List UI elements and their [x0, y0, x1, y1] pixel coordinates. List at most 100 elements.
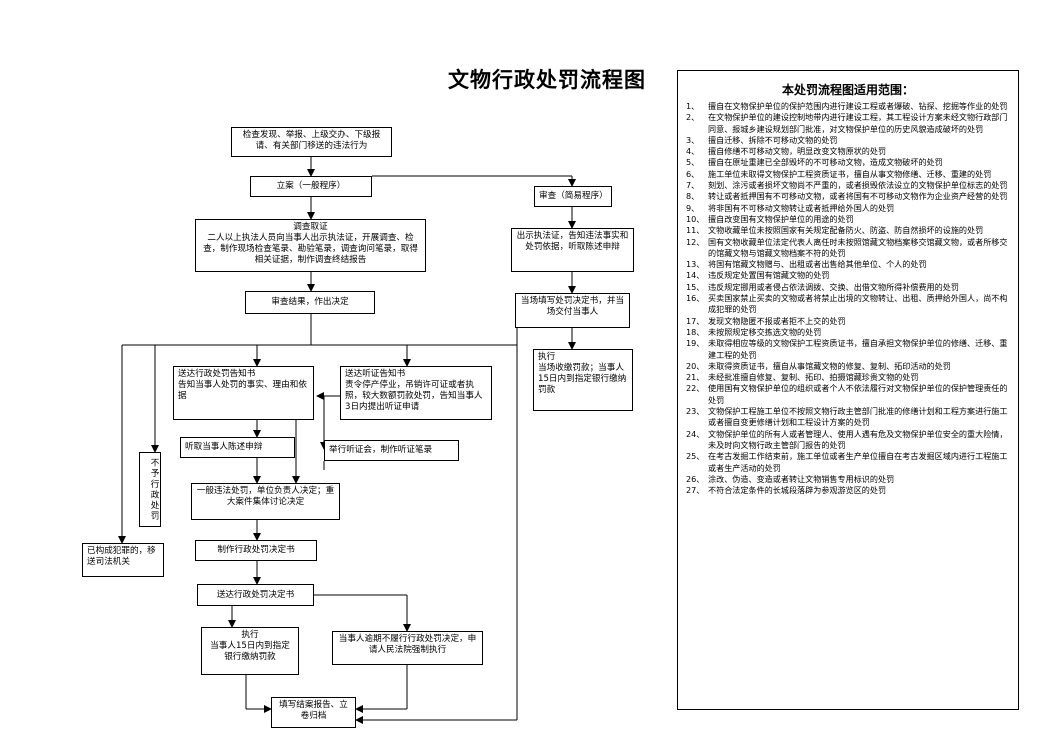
discover-box: 检查发现、举报、上级交办、下级报请、有关部门移送的违法行为	[231, 127, 392, 157]
scope-item-number: 7、	[686, 180, 700, 191]
scope-item-number: 8、	[686, 191, 700, 202]
scope-item: 21、未经批准擅自修复、复制、拓印、拍摄馆藏珍贵文物的处罚	[686, 372, 1010, 383]
scope-item: 1、擅自在文物保护单位的保护范围内进行建设工程或者爆破、钻探、挖掘等作业的处罚	[686, 101, 1010, 112]
scope-item-text: 在考古发掘工作结束前，施工单位或者生产单位擅自在考古发掘区域内进行工程施工或者生…	[708, 451, 1008, 473]
scope-item-number: 10、	[686, 213, 705, 224]
scope-item-text: 将非国有不可移动文物转让或者抵押给外国人的处罚	[708, 202, 895, 213]
scope-item-text: 刻划、涂污或者损坏文物尚不严重的，或者损毁依法设立的文物保护单位标志的处罚	[708, 180, 1008, 191]
scope-item-text: 涂改、伪造、变造或者转让文物销售专用标识的处罚	[708, 473, 895, 484]
scope-item-text: 将国有馆藏文物赠与、出租或者出售给其他单位、个人的处罚	[708, 259, 927, 270]
scope-item-text: 不符合法定条件的长城段落辟为参观游览区的处罚	[708, 485, 887, 496]
scope-item: 13、将国有馆藏文物赠与、出租或者出售给其他单位、个人的处罚	[686, 259, 1010, 270]
scope-item-number: 3、	[686, 134, 700, 145]
deliver-decision-box: 送达行政处罚决定书	[197, 584, 314, 606]
scope-item: 22、使用国有文物保护单位的组织或者个人不依法履行对文物保护单位的保护管理责任的…	[686, 383, 1010, 406]
scope-item: 24、文物保护单位的所有人或者管理人、使用人遇有危及文物保护单位安全的重大险情，…	[686, 429, 1010, 452]
scope-item-text: 擅自在原址重建已全部毁坏的不可移动文物，造成文物破坏的处罚	[708, 157, 943, 168]
make-decision-box: 制作行政处罚决定书	[195, 540, 317, 561]
simple-procedure-box: 审查（简易程序）	[534, 186, 612, 207]
scope-item: 18、未按照规定移交拣选文物的处罚	[686, 327, 1010, 338]
scope-item: 16、买卖国家禁止买卖的文物或者将禁止出境的文物转让、出租、质押给外国人，尚不构…	[686, 293, 1010, 316]
scope-item-text: 未取得相应等级的文物保护工程资质证书，擅自承担文物保护单位的修缮、迁移、重建工程…	[708, 338, 1008, 360]
scope-item-text: 未按照规定移交拣选文物的处罚	[708, 326, 822, 337]
scope-item-text: 发现文物隐匿不报或者拒不上交的处罚	[708, 315, 846, 326]
scope-item-text: 擅自修缮不可移动文物，明显改变文物原状的处罚	[708, 146, 887, 157]
review-box: 审查结果，作出决定	[245, 291, 375, 314]
scope-item: 25、在考古发掘工作结束前，施工单位或者生产单位擅自在考古发掘区域内进行工程施工…	[686, 451, 1010, 474]
scope-item-text: 文物保护工程施工单位不按照文物行政主管部门批准的修缮计划和工程方案进行施工或者擅…	[708, 406, 1008, 428]
scope-item-text: 未取得资质证书，擅自从事馆藏文物的修复、复制、拓印活动的处罚	[708, 360, 951, 371]
page-title: 文物行政处罚流程图	[448, 67, 646, 92]
scope-item-number: 25、	[686, 451, 705, 462]
scope-item-number: 12、	[686, 236, 705, 247]
scope-item: 3、擅自迁移、拆除不可移动文物的处罚	[686, 135, 1010, 146]
execute-simple-box: 执行 当场收缴罚款；当事人15日内到指定银行缴纳罚款	[533, 349, 633, 411]
scope-item: 11、文物收藏单位未按照国家有关规定配备防火、防盗、防自然损坏的设施的处罚	[686, 225, 1010, 236]
penalty-notice-box: 送达行政处罚告知书 告知当事人处罚的事实、理由和依据	[173, 366, 314, 420]
scope-item: 6、施工单位未取得文物保护工程资质证书，擅自从事文物修缮、迁移、重建的处罚	[686, 169, 1010, 180]
scope-item-text: 施工单位未取得文物保护工程资质证书，擅自从事文物修缮、迁移、重建的处罚	[708, 168, 992, 179]
scope-item-number: 13、	[686, 259, 705, 270]
scope-item: 12、国有文物收藏单位法定代表人离任时未按照馆藏文物档案移交馆藏文物，或者所移交…	[686, 237, 1010, 260]
scope-item: 2、在文物保护单位的建设控制地带内进行建设工程，其工程设计方案未经文物行政部门同…	[686, 112, 1010, 135]
scope-item-number: 1、	[686, 101, 700, 111]
scope-item-text: 国有文物收藏单位法定代表人离任时未按照馆藏文物档案移交馆藏文物，或者所移交的馆藏…	[708, 236, 1008, 258]
scope-item-text: 使用国有文物保护单位的组织或者个人不依法履行对文物保护单位的保护管理责任的处罚	[708, 383, 1008, 405]
scope-item: 10、擅自改变国有文物保护单位的用途的处罚	[686, 214, 1010, 225]
scope-item-text: 文物保护单位的所有人或者管理人、使用人遇有危及文物保护单位安全的重大险情，未及时…	[708, 428, 1008, 450]
hearing-meeting-box: 举行听证会，制作听证笔录	[324, 440, 459, 461]
scope-item: 15、违反规定挪用或者侵占依法调拨、交换、出借文物所得补偿费用的处罚	[686, 282, 1010, 293]
scope-item-number: 14、	[686, 270, 705, 281]
scope-item-number: 22、	[686, 383, 705, 394]
scope-item-number: 16、	[686, 293, 705, 304]
scope-item-number: 6、	[686, 168, 700, 179]
scope-item-number: 2、	[686, 112, 700, 123]
scope-item-text: 文物收藏单位未按照国家有关规定配备防火、防盗、防自然损坏的设施的处罚	[708, 225, 984, 236]
file-case-box: 立案（一般程序）	[250, 176, 372, 197]
scope-item: 5、擅自在原址重建已全部毁坏的不可移动文物，造成文物破坏的处罚	[686, 157, 1010, 168]
scope-item-text: 未经批准擅自修复、复制、拓印、拍摄馆藏珍贵文物的处罚	[708, 372, 919, 383]
scope-item-number: 18、	[686, 326, 705, 337]
scope-item: 19、未取得相应等级的文物保护工程资质证书，擅自承担文物保护单位的修缮、迁移、重…	[686, 338, 1010, 361]
scope-item-number: 27、	[686, 485, 705, 496]
scope-item-number: 26、	[686, 473, 705, 484]
scope-item: 17、发现文物隐匿不报或者拒不上交的处罚	[686, 316, 1010, 327]
scope-item-number: 17、	[686, 315, 705, 326]
scope-item: 14、违反规定处置国有馆藏文物的处罚	[686, 270, 1010, 281]
scope-item: 9、将非国有不可移动文物转让或者抵押给外国人的处罚	[686, 203, 1010, 214]
investigate-box: 调查取证 二人以上执法人员向当事人出示执法证，开展调查、检查，制作现场检查笔录、…	[195, 219, 426, 272]
scope-item-text: 违反规定挪用或者侵占依法调拨、交换、出借文物所得补偿费用的处罚	[708, 281, 959, 292]
scope-item-text: 违反规定处置国有馆藏文物的处罚	[708, 270, 830, 281]
scope-item-text: 擅自改变国有文物保护单位的用途的处罚	[708, 213, 854, 224]
execute-box: 执行 当事人15日内到指定银行缴纳罚款	[201, 627, 299, 675]
hearing-notice-box: 送达听证告知书 责令停产停业，吊销许可证或者执照，较大数额罚款处罚，告知当事人3…	[340, 366, 492, 420]
scope-item-number: 19、	[686, 338, 705, 349]
onsite-decision-box: 当场填写处罚决定书，并当场交付当事人	[515, 293, 630, 328]
scope-item-text: 擅自在文物保护单位的保护范围内进行建设工程或者爆破、钻探、挖掘等作业的处罚	[708, 101, 1008, 111]
scope-item-text: 擅自迁移、拆除不可移动文物的处罚	[708, 134, 838, 145]
scope-item: 23、文物保护工程施工单位不按照文物行政主管部门批准的修缮计划和工程方案进行施工…	[686, 406, 1010, 429]
scope-item: 20、未取得资质证书，擅自从事馆藏文物的修复、复制、拓印活动的处罚	[686, 361, 1010, 372]
overdue-box: 当事人逾期不履行行政处罚决定，申请人民法院强制执行	[332, 631, 483, 665]
scope-item-text: 转让或者抵押国有不可移动文物，或者将国有不可移动文物作为企业资产经营的处罚	[708, 191, 1008, 202]
scope-item: 26、涂改、伪造、变造或者转让文物销售专用标识的处罚	[686, 474, 1010, 485]
scope-title: 本处罚流程图适用范围：	[781, 83, 914, 97]
criminal-transfer-box: 已构成犯罪的，移送司法机关	[82, 543, 164, 577]
scope-item-number: 4、	[686, 146, 700, 157]
scope-item-number: 24、	[686, 428, 705, 439]
scope-item-number: 15、	[686, 281, 705, 292]
show-id-box: 出示执法证，告知违法事实和处罚依据，听取陈述申辩	[511, 228, 634, 272]
scope-item: 4、擅自修缮不可移动文物，明显改变文物原状的处罚	[686, 146, 1010, 157]
statement-box: 听取当事人陈述申辩	[180, 437, 295, 458]
close-case-box: 填写结案报告、立卷归档	[271, 697, 356, 728]
scope-item-number: 11、	[686, 225, 705, 236]
scope-item-number: 23、	[686, 406, 705, 417]
scope-item: 27、不符合法定条件的长城段落辟为参观游览区的处罚	[686, 485, 1010, 496]
no-penalty-box: 不予行政处罚	[139, 452, 161, 527]
scope-item-text: 在文物保护单位的建设控制地带内进行建设工程，其工程设计方案未经文物行政部门同意、…	[708, 112, 1008, 134]
scope-item: 7、刻划、涂污或者损坏文物尚不严重的，或者损毁依法设立的文物保护单位标志的处罚	[686, 180, 1010, 191]
scope-item-number: 5、	[686, 157, 700, 168]
scope-item-text: 买卖国家禁止买卖的文物或者将禁止出境的文物转让、出租、质押给外国人，尚不构成犯罪…	[708, 293, 1008, 315]
scope-item-number: 21、	[686, 372, 705, 383]
